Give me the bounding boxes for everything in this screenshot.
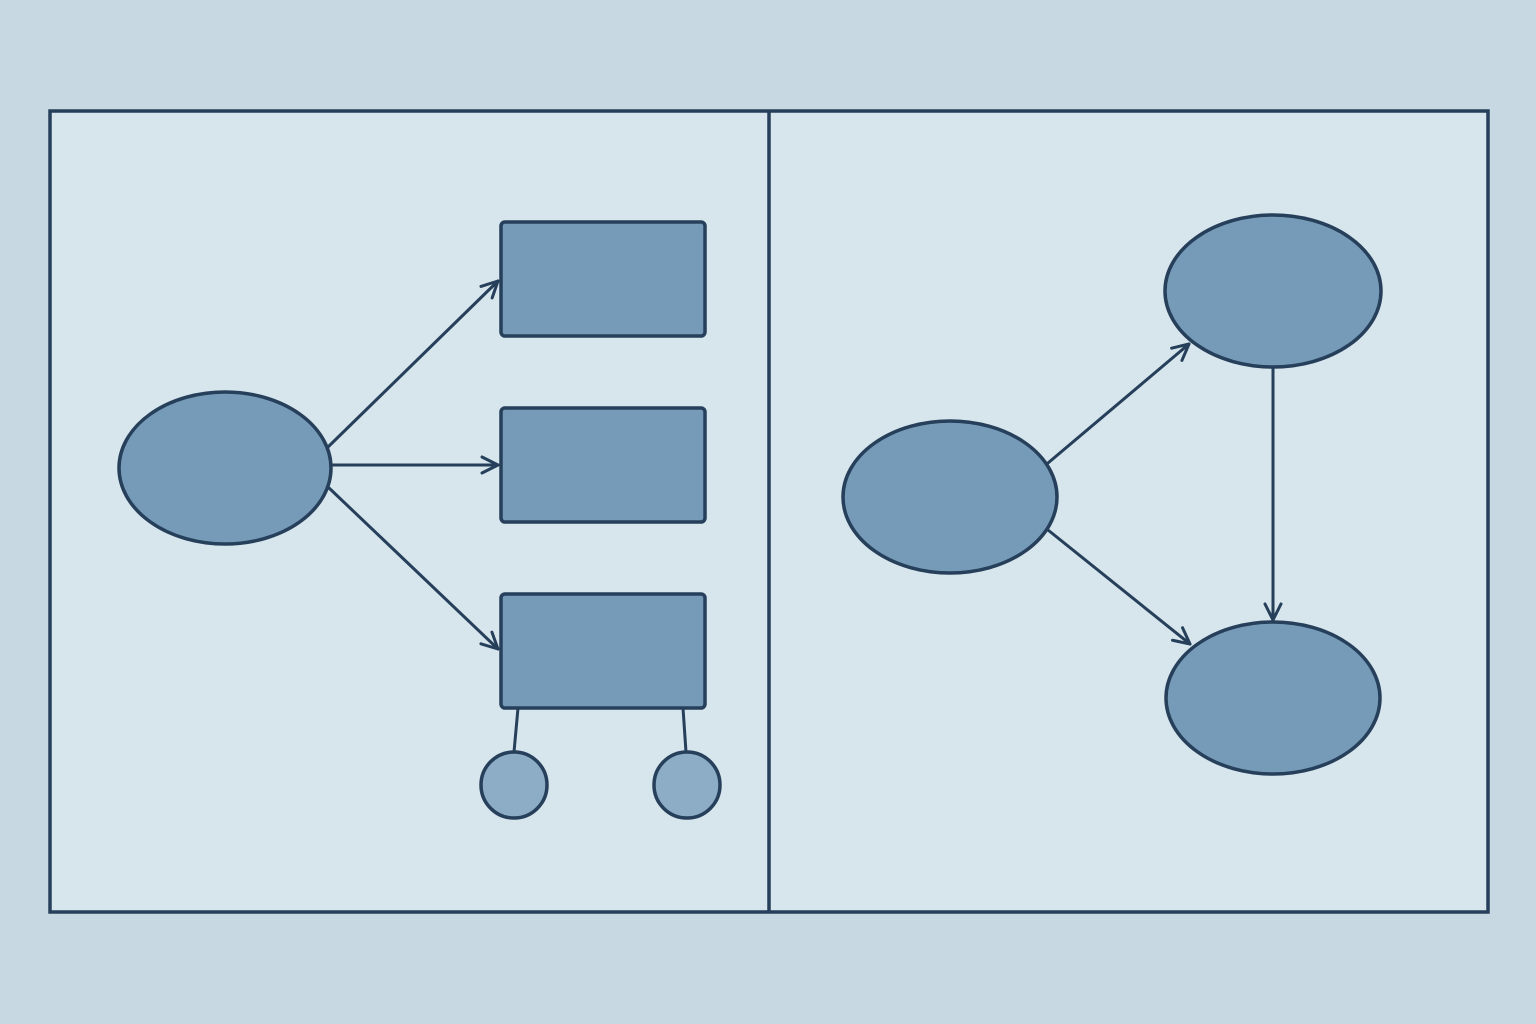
- node-target-3: [499, 592, 707, 710]
- node-target-1: [499, 220, 707, 338]
- right-panel: [841, 213, 1383, 776]
- left-panel: [117, 220, 722, 820]
- edge-a-c: [1046, 528, 1192, 646]
- node-leaf-2: [652, 750, 722, 820]
- edge-source-target-3: [326, 485, 500, 651]
- edge-target-3-leaf-1: [512, 706, 520, 754]
- edge-target-3-leaf-2: [681, 706, 688, 754]
- edge-source-target-1: [326, 279, 500, 449]
- node-leaf-1: [479, 750, 549, 820]
- edge-a-b: [1046, 342, 1191, 465]
- node-a: [841, 419, 1059, 575]
- node-source: [117, 390, 333, 546]
- node-c: [1164, 620, 1382, 776]
- node-b: [1163, 213, 1383, 369]
- node-target-2: [499, 406, 707, 524]
